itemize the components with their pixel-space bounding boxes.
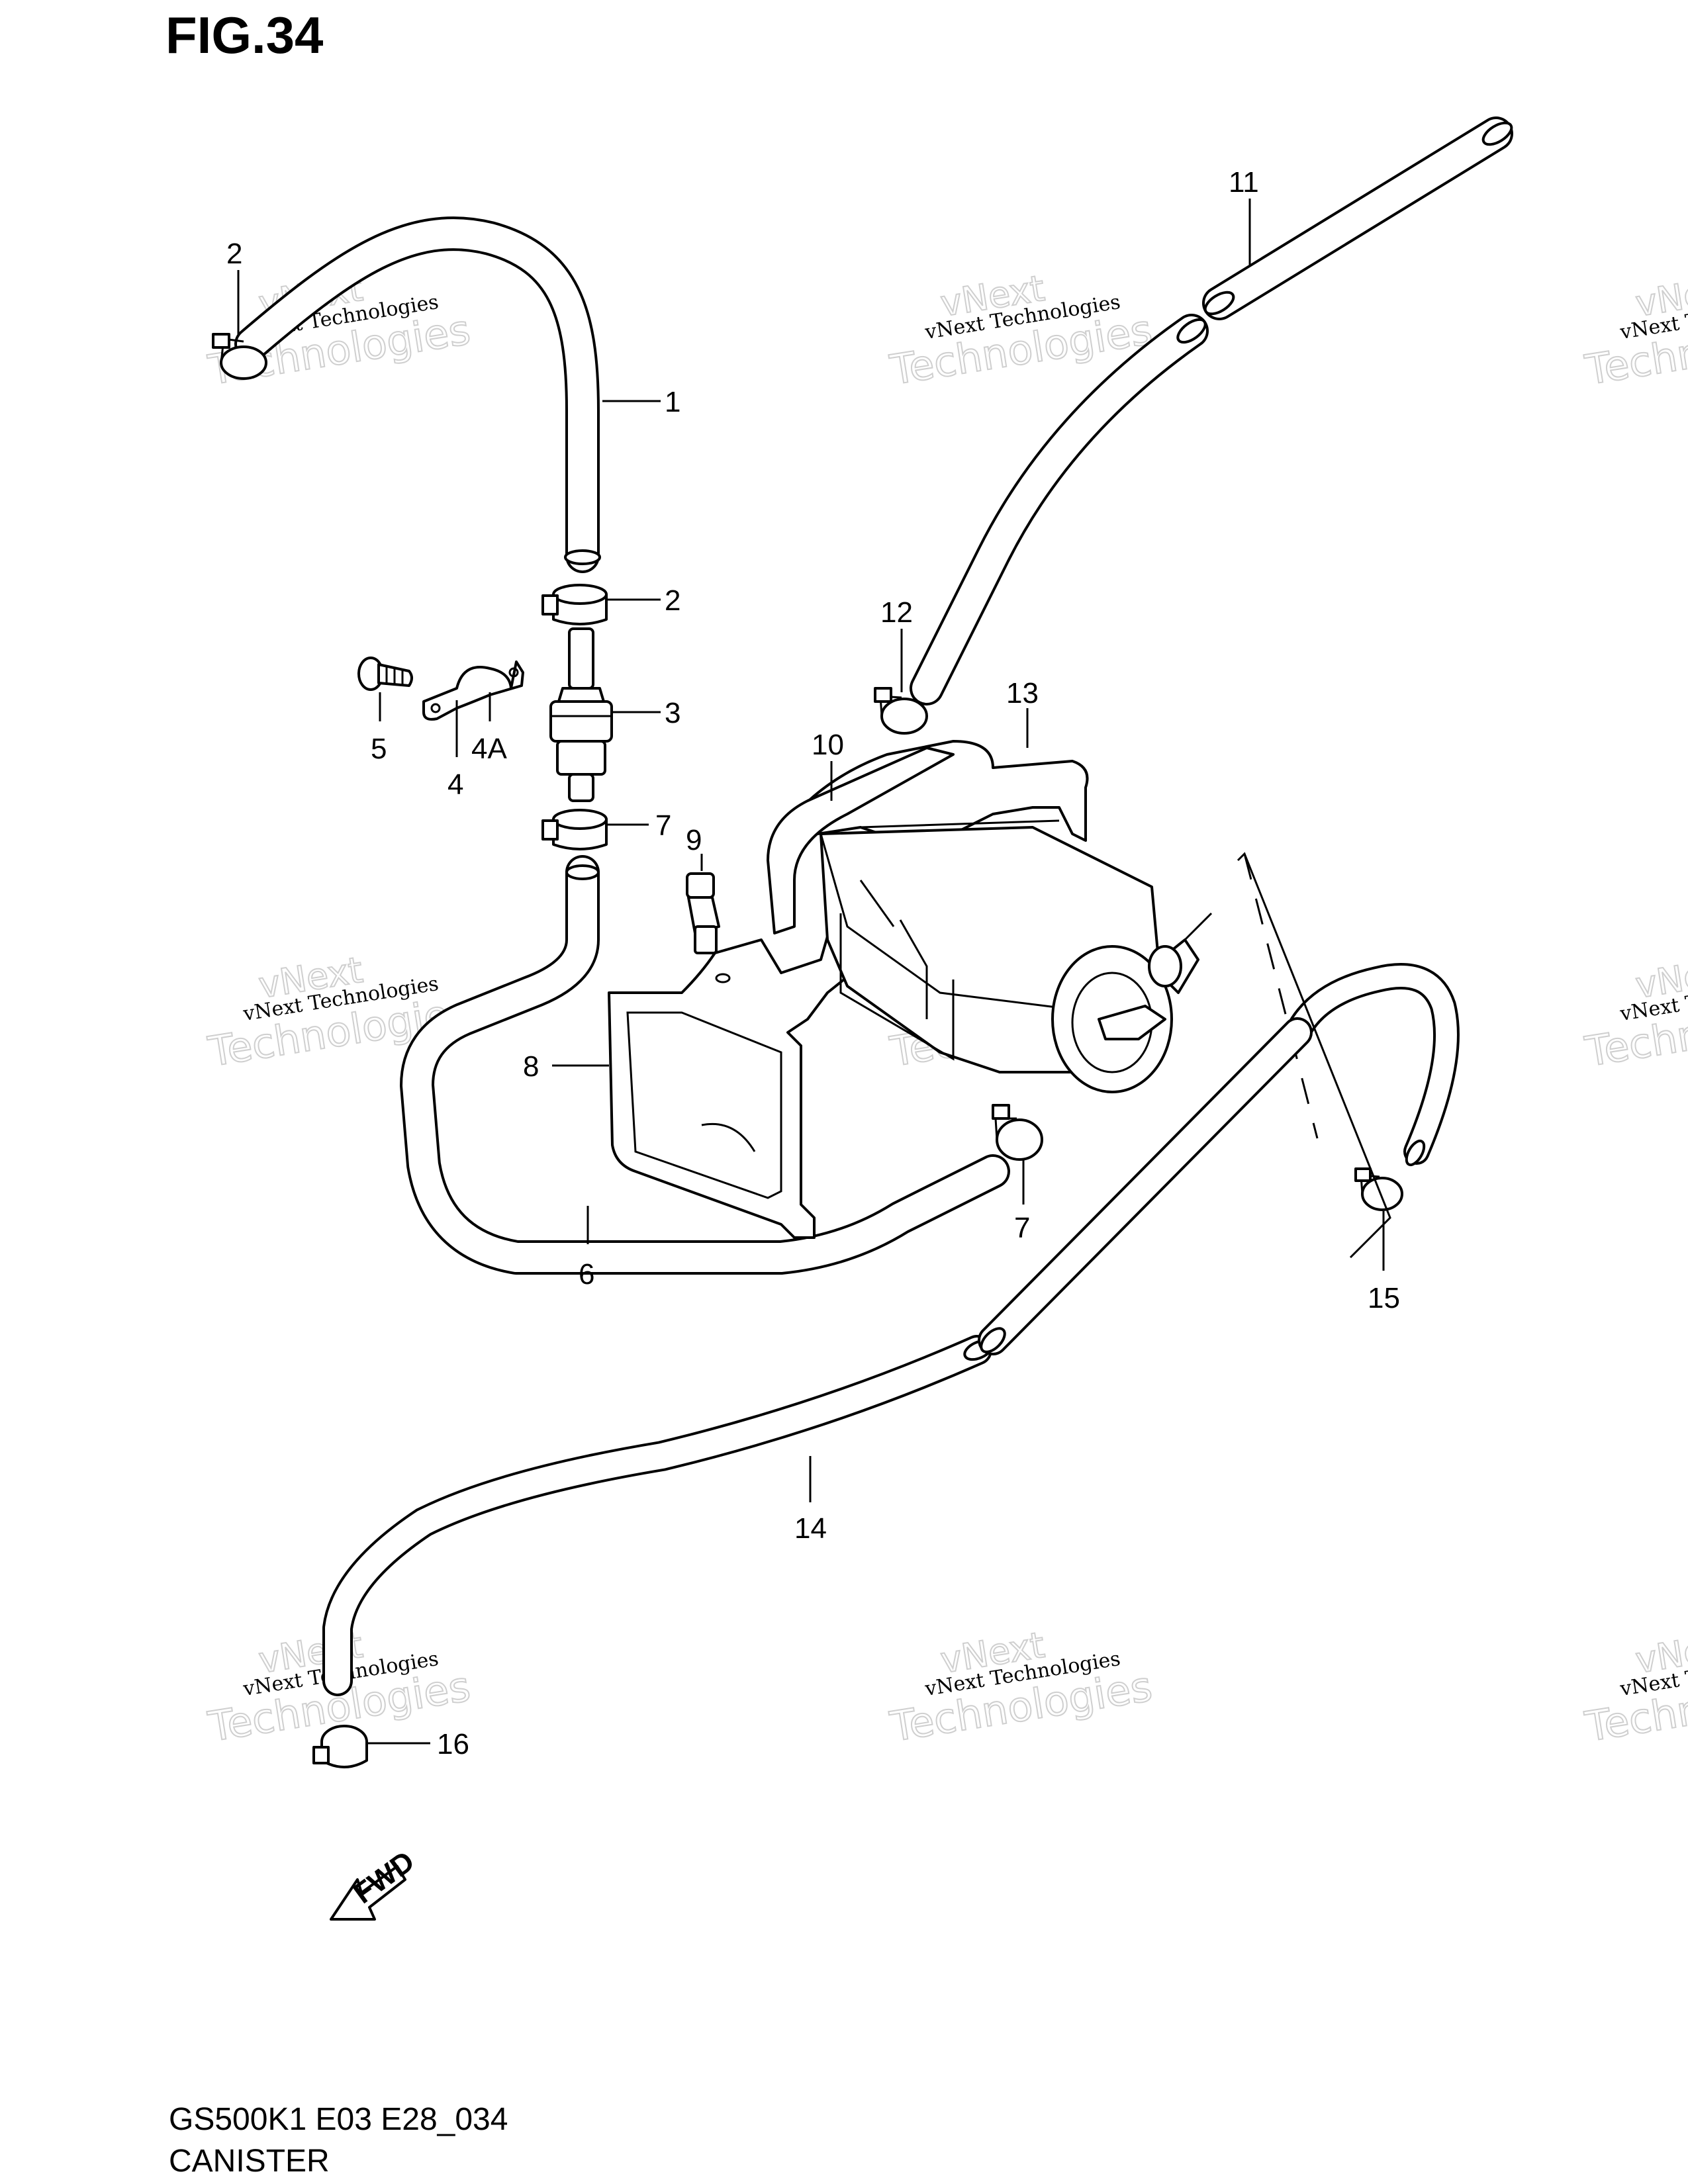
callout-6: 6 [579, 1258, 594, 1291]
clamp-16 [312, 1725, 368, 1768]
clamp-2-upper [212, 333, 267, 380]
callout-7-upper: 7 [655, 809, 671, 842]
callout-4a: 4A [471, 733, 507, 765]
bracket-8 [608, 912, 868, 1239]
callout-5: 5 [371, 733, 387, 765]
callout-16: 16 [437, 1728, 469, 1760]
callout-4: 4 [447, 768, 463, 801]
callout-7-lower: 7 [1014, 1212, 1030, 1244]
leader-lines [237, 199, 1385, 1745]
watermark-3: vNext Technologies vNext Technologies [1581, 267, 1688, 395]
callout-14: 14 [794, 1512, 827, 1545]
callout-2-lower: 2 [665, 584, 680, 617]
figure-title: FIG.34 [165, 6, 324, 64]
nipple-9 [686, 872, 720, 954]
callout-9: 9 [686, 824, 702, 856]
clamp-7-upper [541, 809, 608, 850]
hose-6 [400, 855, 1010, 1275]
callout-13: 13 [1006, 677, 1039, 709]
hose-15 [1284, 963, 1460, 1167]
hose-11 [910, 116, 1513, 705]
clamp-2-lower [541, 584, 608, 625]
watermark-2: vNext Technologies vNext Technologies [886, 267, 1156, 395]
bracket-4 [422, 660, 524, 721]
watermark-6: vNext Technologies vNext Technologies [1581, 948, 1688, 1077]
callout-15: 15 [1368, 1282, 1400, 1314]
clamp-15 [1354, 1167, 1403, 1211]
valve-3 [549, 627, 613, 802]
callout-12: 12 [880, 596, 913, 629]
callout-8: 8 [523, 1050, 539, 1083]
section-name: CANISTER [169, 2144, 330, 2179]
watermark-8: vNext Technologies vNext Technologies [886, 1623, 1156, 1752]
callout-10: 10 [812, 729, 844, 761]
model-code: GS500K1 E03 E28_034 [169, 2102, 508, 2137]
bolt-5 [357, 657, 413, 691]
callout-labels: 2 1 2 3 5 4 4A 7 9 8 10 12 13 11 6 7 14 … [226, 166, 1400, 1760]
watermark-9: vNext Technologies vNext Technologies [1581, 1623, 1688, 1752]
hose-14 [322, 1017, 1313, 1696]
hose-1 [234, 216, 601, 573]
callout-1: 1 [665, 386, 680, 418]
clamp-12 [874, 687, 928, 735]
callout-3: 3 [665, 697, 680, 729]
callout-11: 11 [1229, 166, 1259, 199]
fwd-arrow-icon: FWD [330, 1845, 420, 1921]
clamp-7-lower [992, 1104, 1043, 1161]
connection-indicator-lines [1237, 852, 1391, 1259]
canister-13 [767, 740, 1213, 1093]
callout-2-upper: 2 [226, 238, 242, 270]
